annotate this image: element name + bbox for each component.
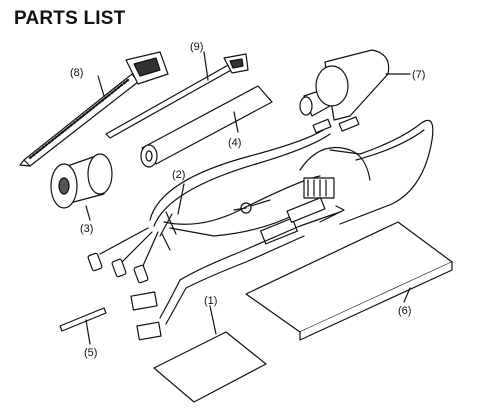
cable-tie-small (105, 53, 249, 139)
callout-leader-8 (97, 75, 105, 97)
callout-label-6: (6) (398, 305, 411, 317)
page-title: PARTS LIST (14, 8, 126, 29)
cable-tie-large (19, 51, 169, 167)
callout-label-7: (7) (412, 69, 425, 81)
callout-label-8: (8) (70, 67, 83, 79)
callout-leader-6 (403, 287, 411, 303)
callout-leader-9 (203, 51, 209, 81)
callout-label-5: (5) (84, 347, 97, 359)
callout-leader-5 (85, 319, 91, 345)
callout-leader-1 (209, 305, 217, 335)
callout-label-9: (9) (190, 41, 203, 53)
instruction-sheet (153, 331, 267, 403)
callout-label-3: (3) (80, 223, 93, 235)
small-rod (59, 307, 107, 332)
heat-shrink-cap (299, 49, 390, 121)
wiring-harness (87, 116, 434, 341)
callout-leader-3 (85, 205, 91, 221)
callout-label-2: (2) (172, 169, 185, 181)
protective-tube (140, 85, 273, 168)
callout-label-4: (4) (228, 137, 241, 149)
rubber-grommet (50, 153, 113, 209)
callout-leader-4 (233, 111, 239, 133)
adhesive-pad (245, 221, 453, 341)
callout-label-1: (1) (204, 295, 217, 307)
callout-leader-2 (177, 183, 185, 215)
